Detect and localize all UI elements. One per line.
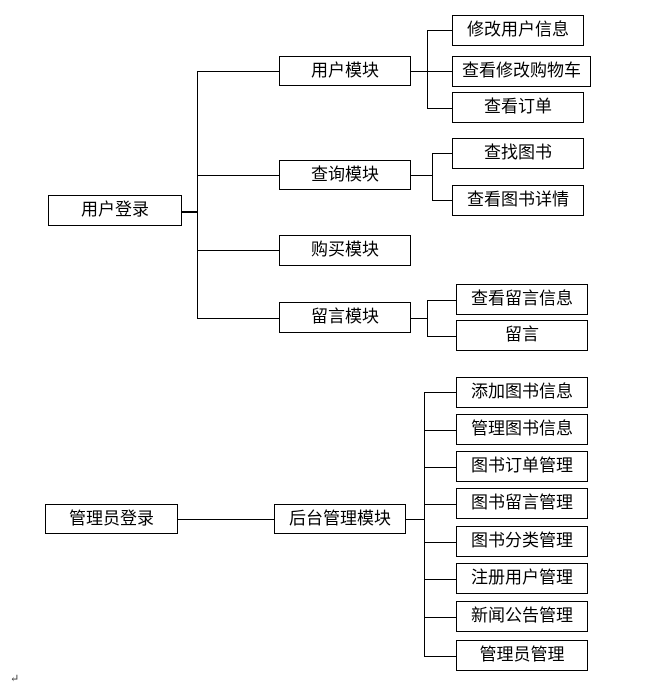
connector xyxy=(424,392,456,393)
node-book-category-management: 图书分类管理 xyxy=(456,526,588,557)
connector xyxy=(424,579,456,580)
paragraph-mark: ↵ xyxy=(10,672,20,685)
connector xyxy=(427,108,452,109)
connector xyxy=(197,318,279,319)
node-administrator-management: 管理员管理 xyxy=(456,640,588,671)
connector xyxy=(182,211,198,213)
node-query-module: 查询模块 xyxy=(279,160,411,190)
connector xyxy=(432,200,452,201)
connector xyxy=(424,467,456,468)
connector xyxy=(427,30,428,108)
connector xyxy=(197,175,279,176)
node-registered-user-management: 注册用户管理 xyxy=(456,563,588,594)
connector xyxy=(424,656,456,657)
node-edit-user-info: 修改用户信息 xyxy=(452,15,584,46)
connector xyxy=(424,617,456,618)
node-view-edit-cart: 查看修改购物车 xyxy=(452,56,591,87)
connector xyxy=(427,300,428,336)
connector xyxy=(178,519,274,520)
connector xyxy=(411,71,427,72)
connector xyxy=(432,153,433,200)
node-view-messages: 查看留言信息 xyxy=(456,284,588,315)
connector xyxy=(424,542,456,543)
node-news-announcement-management: 新闻公告管理 xyxy=(456,601,588,632)
node-user-module: 用户模块 xyxy=(279,56,411,86)
connector xyxy=(411,175,432,176)
node-leave-message: 留言 xyxy=(456,320,588,351)
node-admin-login: 管理员登录 xyxy=(45,504,178,534)
connector xyxy=(197,250,279,251)
node-book-order-management: 图书订单管理 xyxy=(456,451,588,482)
connector xyxy=(411,318,427,319)
node-manage-book-info: 管理图书信息 xyxy=(456,414,588,445)
connector xyxy=(406,519,424,520)
node-user-login: 用户登录 xyxy=(48,195,182,226)
node-backend-module: 后台管理模块 xyxy=(274,504,406,534)
node-message-module: 留言模块 xyxy=(279,302,411,333)
connector xyxy=(424,504,456,505)
connector xyxy=(427,30,452,31)
connector xyxy=(424,430,456,431)
node-book-message-management: 图书留言管理 xyxy=(456,488,588,519)
node-purchase-module: 购买模块 xyxy=(279,235,411,266)
node-find-books: 查找图书 xyxy=(452,138,584,169)
connector xyxy=(432,153,452,154)
connector xyxy=(197,71,279,72)
connector xyxy=(427,71,452,72)
connector xyxy=(427,336,456,337)
node-view-orders: 查看订单 xyxy=(452,92,584,123)
connector xyxy=(424,392,425,656)
node-add-book-info: 添加图书信息 xyxy=(456,377,588,408)
connector xyxy=(427,300,456,301)
connector xyxy=(197,71,198,319)
node-view-book-details: 查看图书详情 xyxy=(452,185,584,216)
